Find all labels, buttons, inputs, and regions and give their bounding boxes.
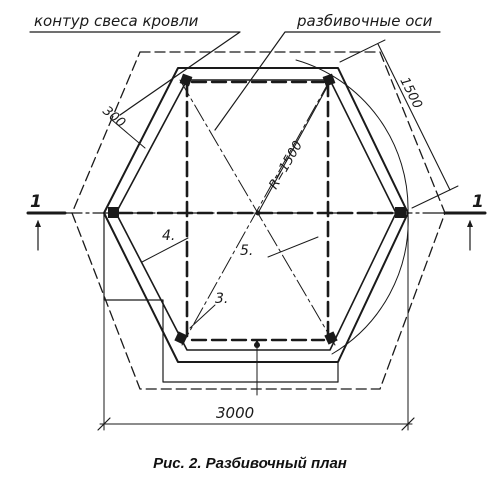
leader-callout-4: [141, 237, 189, 263]
label-section-right: 1: [472, 192, 484, 212]
dim-1500-extension-2: [411, 185, 459, 209]
label-callout-3: 3.: [215, 291, 228, 307]
node-bottom-left: [174, 331, 188, 345]
node-top-left: [179, 73, 193, 87]
leader-layout-axes: [214, 31, 441, 131]
dim-1500-line: [377, 43, 451, 191]
node-top-right: [322, 73, 336, 87]
label-callout-5: 5.: [240, 243, 253, 259]
label-roof-overhang-contour: контур свеса кровли: [34, 12, 199, 30]
center-node: [255, 210, 261, 216]
figure-caption: Рис. 2. Разбивочный план: [153, 455, 347, 472]
leader-roof-contour: [29, 31, 241, 116]
node-left: [108, 207, 119, 218]
label-radius: R=1500: [266, 139, 305, 192]
wall-outer-line: [103, 67, 409, 363]
label-callout-4: 4.: [162, 228, 175, 244]
dim-3000-tick-left: [97, 417, 111, 431]
dim-3000-tick-right: [401, 417, 415, 431]
node-bottom-right: [324, 331, 338, 345]
label-dim-300: 300: [99, 104, 128, 131]
label-layout-axes: разбивочные оси: [296, 12, 433, 30]
bottom-extension-outline: [103, 212, 339, 383]
roof-overhang-outline: [71, 51, 446, 390]
label-section-left: 1: [30, 192, 42, 212]
node-right: [395, 207, 406, 218]
label-dim-3000: 3000: [216, 404, 254, 422]
leader-callout-5: [267, 236, 319, 258]
wall-inner-line: [115, 79, 397, 351]
radius-arc: [295, 59, 409, 355]
dim-1500-extension-1: [339, 39, 386, 63]
dim-300-line: [111, 119, 146, 149]
radius-line: [257, 77, 333, 214]
leader-callout-3: [189, 304, 216, 329]
bottom-center-mark: [254, 342, 260, 348]
label-dim-1500: 1500: [396, 75, 424, 111]
